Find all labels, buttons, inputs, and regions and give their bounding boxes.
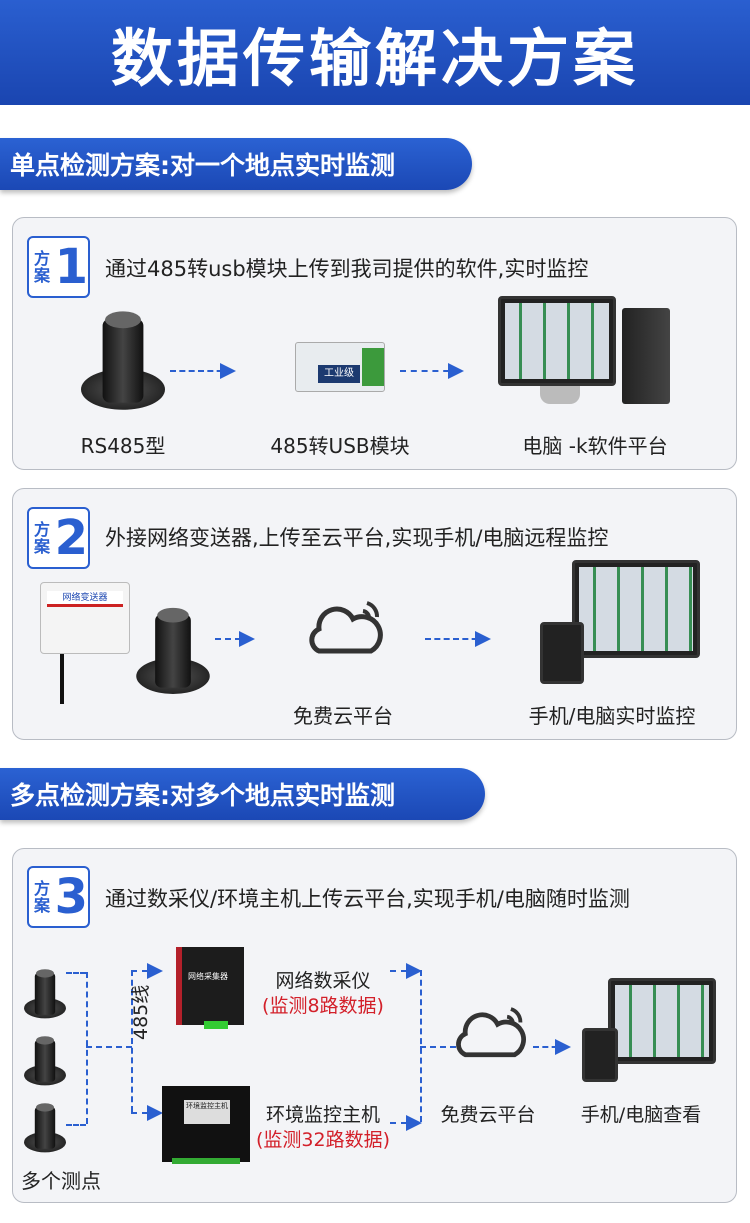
label-usb-module: 485转USB模块: [270, 434, 410, 458]
section-title: 单点检测方案:对一个地点实时监测: [10, 151, 395, 180]
cloud-icon: [456, 1007, 526, 1058]
label-remote-monitor: 手机/电脑实时监控: [528, 704, 696, 728]
label-rs485: RS485型: [80, 434, 166, 458]
page-title: 数据传输解决方案: [110, 21, 639, 95]
section-title: 多点检测方案:对多个地点实时监测: [10, 781, 395, 810]
label-pc-software: 电脑 -k软件平台: [522, 434, 668, 458]
label-cloud: 免费云平台: [293, 704, 393, 728]
collector-panel-label: 网络采集器: [188, 972, 228, 981]
plan-1-description: 通过485转usb模块上传到我司提供的软件,实时监控: [105, 257, 589, 281]
rs485-sensor-image: [81, 309, 165, 417]
computer-monitor-image: [498, 296, 616, 386]
network-transmitter-image: 网络变送器: [40, 582, 130, 654]
dashed-connector: [420, 1046, 456, 1048]
label-env-host: 环境监控主机: [265, 1104, 381, 1126]
dashed-connector: [66, 972, 86, 974]
label-multiple-points: 多个测点: [21, 1169, 101, 1193]
label-data-collector: 网络数采仪: [275, 970, 371, 992]
plan-2-description: 外接网络变送器,上传至云平台,实现手机/电脑远程监控: [105, 526, 609, 550]
tablet-image: [582, 1028, 618, 1082]
pc-tower-image: [622, 308, 670, 404]
module-label: 工业级: [318, 365, 360, 383]
section-single-point: 单点检测方案:对一个地点实时监测: [0, 138, 472, 190]
tablet-image: [540, 622, 584, 684]
flow-arrow: [131, 963, 163, 979]
dashed-connector: [131, 970, 133, 1112]
note-8-channels: (监测8路数据): [262, 995, 384, 1017]
host-panel-label: 环境监控主机: [184, 1100, 230, 1124]
computer-monitor-image: [572, 560, 700, 658]
badge-number: 3: [54, 869, 88, 925]
transmitter-label: 网络变送器: [47, 591, 123, 607]
cable: [60, 654, 64, 704]
sensor-image: [136, 606, 210, 701]
dashed-connector: [86, 1046, 132, 1048]
flow-arrow: [131, 1105, 163, 1121]
flow-arrow: [425, 631, 491, 647]
flow-arrow: [390, 1115, 422, 1131]
title-banner: 数据传输解决方案: [0, 0, 750, 105]
data-collector-image: 网络采集器: [176, 947, 244, 1029]
section-multi-point: 多点检测方案:对多个地点实时监测: [0, 768, 485, 820]
computer-monitor-image: [608, 978, 716, 1064]
flow-arrow: [400, 363, 464, 379]
sensor-image: [24, 968, 66, 1022]
sensor-image: [24, 1102, 66, 1156]
flow-arrow: [390, 963, 422, 979]
sensor-image: [24, 1035, 66, 1089]
flow-arrow: [170, 363, 236, 379]
flow-arrow: [215, 631, 255, 647]
label-phone-pc-view: 手机/电脑查看: [580, 1104, 702, 1126]
note-32-channels: (监测32路数据): [255, 1129, 391, 1151]
badge-number: 1: [54, 239, 88, 295]
badge-label: 方案: [34, 520, 51, 556]
cloud-icon: [309, 601, 383, 654]
badge-number: 2: [54, 510, 88, 566]
usb-module-image: 工业级: [295, 342, 385, 392]
monitor-stand: [540, 386, 580, 404]
dashed-connector: [86, 972, 88, 1124]
plan-3-description: 通过数采仪/环境主机上传云平台,实现手机/电脑随时监测: [105, 887, 630, 911]
flow-arrow: [533, 1039, 571, 1055]
wire-label-485: 485线: [130, 984, 152, 1040]
dashed-connector: [66, 1124, 86, 1126]
env-host-image: 环境监控主机: [162, 1086, 250, 1164]
label-cloud: 免费云平台: [440, 1104, 536, 1126]
badge-label: 方案: [34, 249, 51, 285]
badge-label: 方案: [34, 879, 51, 915]
